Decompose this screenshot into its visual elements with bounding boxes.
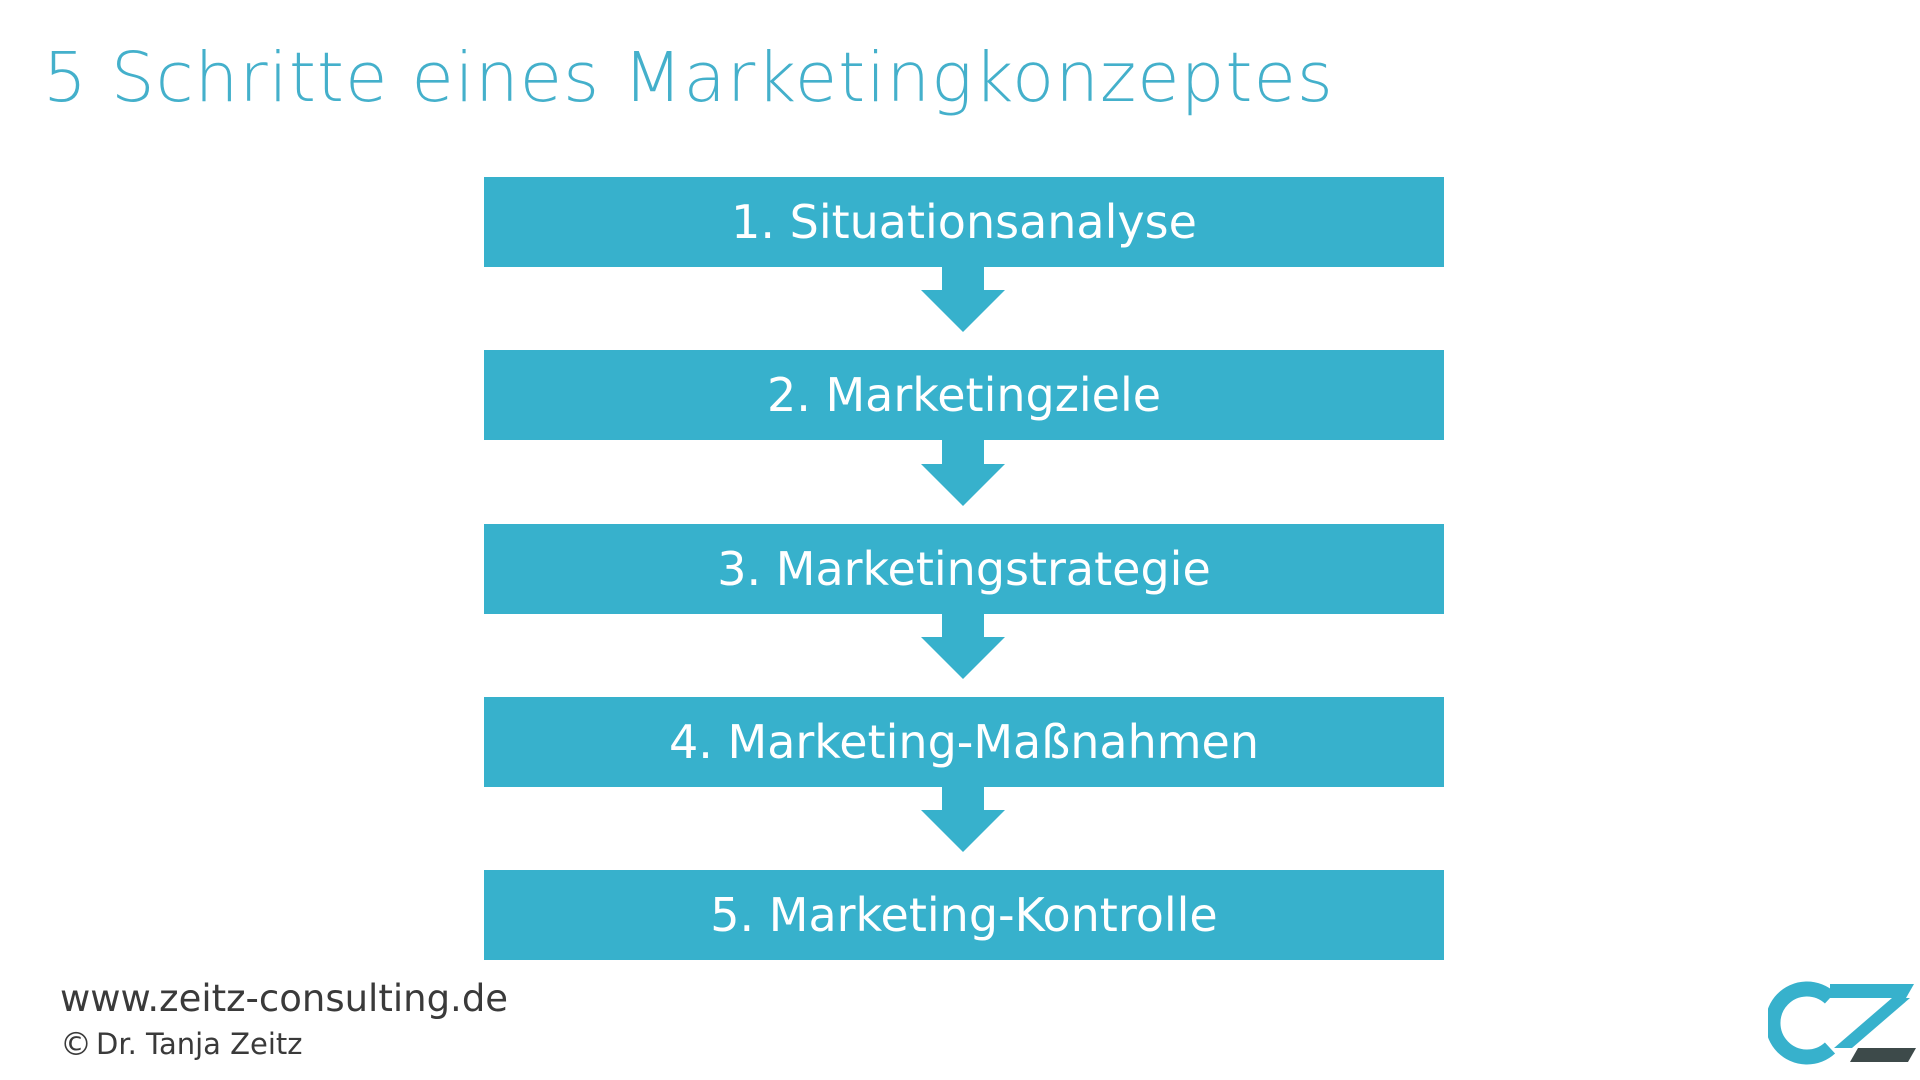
copyright-icon: © <box>60 1025 92 1063</box>
step-box-1: 1. Situationsanalyse <box>484 177 1444 267</box>
step-label-1: 1. Situationsanalyse <box>731 195 1197 249</box>
step-box-2: 2. Marketingziele <box>484 350 1444 440</box>
copyright-line: © Dr. Tanja Zeitz <box>60 1027 303 1061</box>
down-arrow-icon <box>921 440 1005 506</box>
step-label-2: 2. Marketingziele <box>766 368 1162 422</box>
cz-logo-icon <box>1768 981 1916 1065</box>
step-box-5: 5. Marketing-Kontrolle <box>484 870 1444 960</box>
down-arrow-icon <box>921 266 1005 332</box>
step-box-4: 4. Marketing-Maßnahmen <box>484 697 1444 787</box>
step-label-4: 4. Marketing-Maßnahmen <box>669 715 1259 769</box>
down-arrow-icon <box>921 613 1005 679</box>
step-label-5: 5. Marketing-Kontrolle <box>710 888 1218 942</box>
slide-title: 5 Schritte eines Marketingkonzeptes <box>43 38 1334 118</box>
website-url: www.zeitz-consulting.de <box>60 977 509 1020</box>
step-label-3: 3. Marketingstrategie <box>717 542 1211 596</box>
down-arrow-icon <box>921 786 1005 852</box>
step-box-3: 3. Marketingstrategie <box>484 524 1444 614</box>
author-name: Dr. Tanja Zeitz <box>96 1027 303 1061</box>
